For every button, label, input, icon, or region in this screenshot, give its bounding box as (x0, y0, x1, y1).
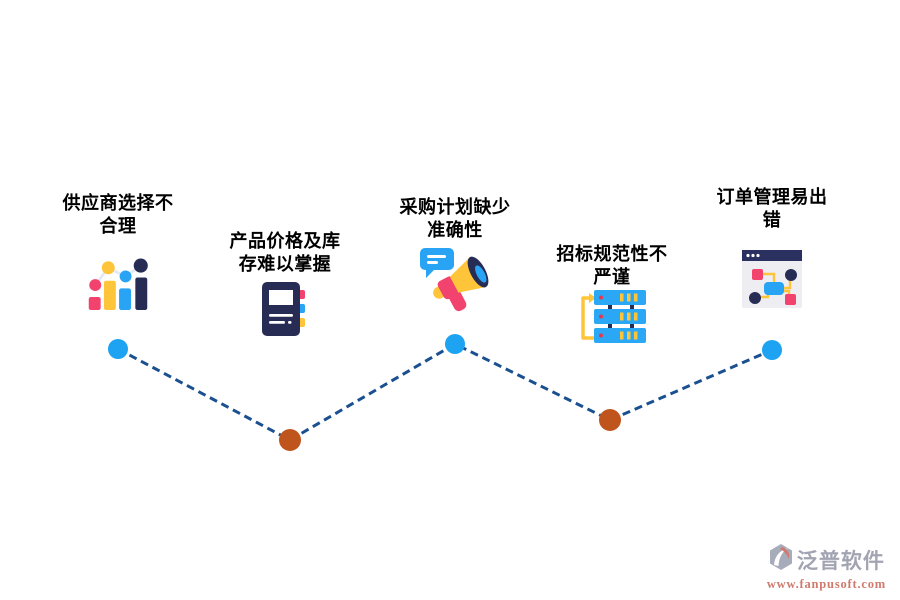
issue-title: 产品价格及库 存难以掌握 (229, 231, 341, 274)
issue-item-plan-accuracy: 采购计划缺少 准确性 (360, 196, 550, 314)
fanpu-logo-icon (768, 543, 794, 576)
issue-title: 订单管理易出 错 (716, 187, 828, 230)
brand-name: 泛普软件 (796, 549, 885, 573)
issue-item-orders: 订单管理易出 错 (677, 186, 867, 308)
server-stack-icon (517, 290, 707, 346)
bar-chart-icon (23, 258, 213, 310)
flowchart-window-icon (677, 250, 867, 308)
megaphone-icon (360, 248, 550, 314)
issue-title: 采购计划缺少 准确性 (399, 197, 511, 240)
issue-item-supplier: 供应商选择不 合理 (23, 192, 213, 310)
node-4 (599, 409, 621, 431)
brand-url: www.fanpusoft.com (766, 577, 886, 591)
issue-title: 供应商选择不 合理 (62, 193, 174, 236)
node-3 (445, 334, 465, 354)
notebook-icon (190, 282, 380, 336)
issue-item-price-inventory: 产品价格及库 存难以掌握 (190, 230, 380, 336)
brand-watermark: 泛普软件 www.fanpusoft.com (767, 543, 886, 592)
node-1 (108, 339, 128, 359)
node-5 (762, 340, 782, 360)
issue-item-bidding: 招标规范性不 严谨 (517, 243, 707, 346)
dashed-line (117, 342, 773, 442)
issue-title: 招标规范性不 严谨 (556, 244, 668, 287)
node-2 (279, 429, 301, 451)
